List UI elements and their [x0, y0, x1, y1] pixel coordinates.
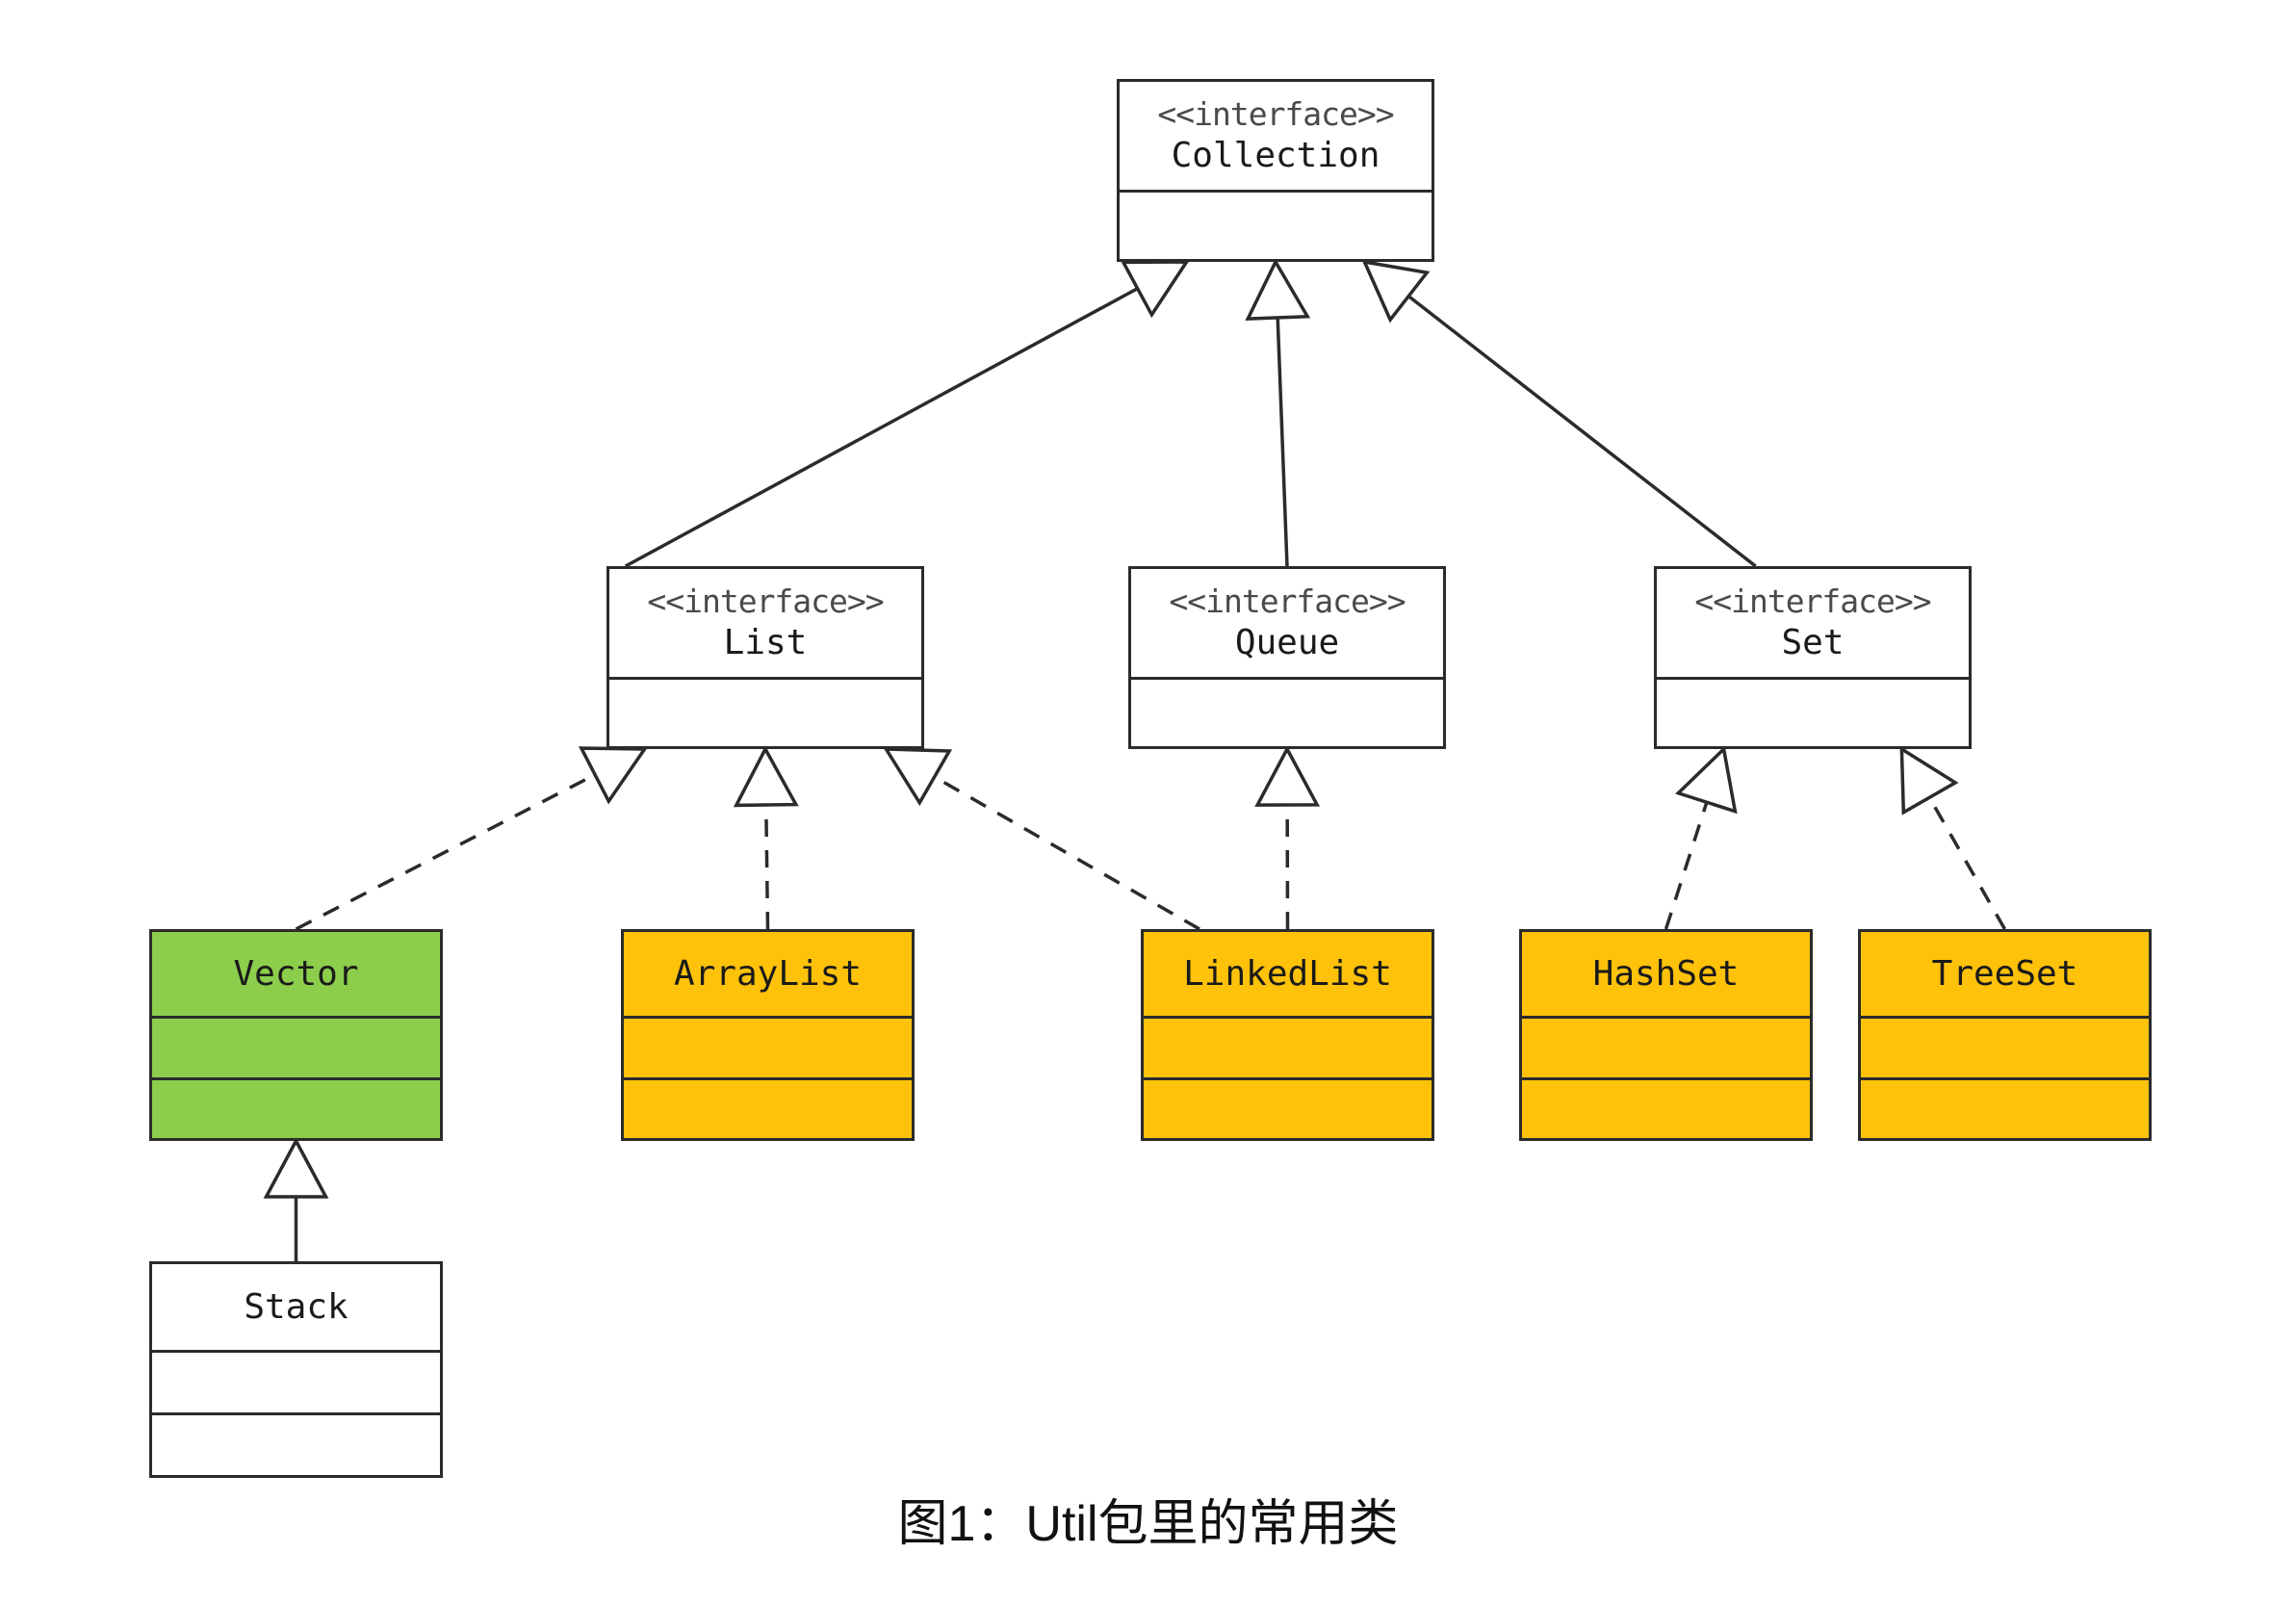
- class-node-treeset[interactable]: TreeSet: [1858, 929, 2152, 1141]
- class-name-stack: Stack: [244, 1287, 348, 1328]
- stereotype-label-collection: <<interface>>: [1157, 94, 1394, 133]
- edge-linkedlist-queue: [1254, 745, 1321, 930]
- class-name-treeset: TreeSet: [1931, 954, 2078, 995]
- class-node-header-stack: Stack: [152, 1264, 440, 1350]
- class-node-header-collection: <<interface>>Collection: [1120, 82, 1432, 190]
- class-node-hashset[interactable]: HashSet: [1519, 929, 1813, 1141]
- class-node-compartment-stack-2: [152, 1412, 440, 1475]
- edge-queue-collection: [1245, 258, 1311, 567]
- class-node-vector[interactable]: Vector: [149, 929, 443, 1141]
- class-node-stack[interactable]: Stack: [149, 1261, 443, 1478]
- edge-stack-vector: [263, 1137, 329, 1261]
- edge-arraylist-list: [733, 745, 799, 930]
- edge-vector-list: [295, 746, 648, 931]
- class-node-compartment-vector-2: [152, 1076, 440, 1138]
- figure-caption: 图1：Util包里的常用类: [897, 1496, 1399, 1552]
- class-node-compartment-hashset-1: [1522, 1016, 1810, 1076]
- class-name-linkedlist: LinkedList: [1183, 954, 1392, 995]
- edge-arrowhead-vector-list: [578, 746, 648, 805]
- edge-line-vector-list: [295, 773, 596, 931]
- edge-line-set-collection: [1407, 295, 1757, 568]
- stereotype-label-queue: <<interface>>: [1169, 582, 1406, 620]
- stereotype-label-set: <<interface>>: [1694, 582, 1931, 620]
- stereotype-label-list: <<interface>>: [647, 582, 884, 620]
- edge-arrowhead-linkedlist-queue: [1254, 745, 1321, 807]
- class-node-header-queue: <<interface>>Queue: [1131, 569, 1443, 677]
- class-node-header-vector: Vector: [152, 932, 440, 1016]
- edge-arrowhead-queue-collection: [1245, 258, 1311, 321]
- edge-line-queue-collection: [1276, 317, 1289, 567]
- edge-line-hashset-set: [1664, 801, 1709, 930]
- class-node-compartment-stack-1: [152, 1350, 440, 1412]
- class-node-compartment-hashset-2: [1522, 1076, 1810, 1138]
- class-node-set[interactable]: <<interface>>Set: [1654, 566, 1972, 749]
- edge-line-treeset-set: [1927, 796, 2007, 930]
- edge-line-linkedlist-list: [933, 775, 1200, 931]
- class-name-queue: Queue: [1234, 623, 1340, 663]
- class-node-compartment-vector-1: [152, 1016, 440, 1076]
- edge-set-collection: [1361, 259, 1757, 568]
- class-node-compartment-linkedlist-1: [1144, 1016, 1432, 1076]
- edge-treeset-set: [1899, 745, 2007, 930]
- class-node-compartment-arraylist-1: [624, 1016, 912, 1076]
- class-node-header-list: <<interface>>List: [609, 569, 921, 677]
- edge-hashset-set: [1664, 745, 1738, 930]
- class-node-compartment-linkedlist-2: [1144, 1076, 1432, 1138]
- edge-arrowhead-hashset-set: [1675, 745, 1738, 815]
- edge-arrowhead-linkedlist-list: [883, 747, 953, 807]
- class-node-compartment-collection-1: [1120, 190, 1432, 259]
- edge-arrowhead-set-collection: [1361, 259, 1431, 324]
- class-node-header-set: <<interface>>Set: [1657, 569, 1969, 677]
- class-node-compartment-list-1: [609, 677, 921, 746]
- class-name-list: List: [723, 623, 808, 663]
- class-node-list[interactable]: <<interface>>List: [606, 566, 924, 749]
- edge-line-arraylist-list: [764, 804, 770, 930]
- class-node-compartment-arraylist-2: [624, 1076, 912, 1138]
- class-node-compartment-treeset-1: [1861, 1016, 2149, 1076]
- edge-arrowhead-stack-vector: [263, 1137, 329, 1199]
- edge-arrowhead-arraylist-list: [733, 745, 799, 808]
- edge-arrowhead-list-collection: [1120, 260, 1190, 319]
- class-node-arraylist[interactable]: ArrayList: [621, 929, 915, 1141]
- class-name-vector: Vector: [233, 954, 359, 995]
- class-node-linkedlist[interactable]: LinkedList: [1141, 929, 1434, 1141]
- class-node-compartment-set-1: [1657, 677, 1969, 746]
- edge-line-list-collection: [624, 287, 1139, 568]
- class-node-header-arraylist: ArrayList: [624, 932, 912, 1016]
- class-node-header-linkedlist: LinkedList: [1144, 932, 1432, 1016]
- edge-list-collection: [624, 260, 1190, 568]
- class-node-compartment-queue-1: [1131, 677, 1443, 746]
- edge-linkedlist-list: [883, 747, 1200, 931]
- class-node-queue[interactable]: <<interface>>Queue: [1128, 566, 1446, 749]
- class-name-collection: Collection: [1171, 136, 1380, 176]
- edge-arrowhead-treeset-set: [1899, 745, 1959, 815]
- class-name-set: Set: [1781, 623, 1845, 663]
- class-name-hashset: HashSet: [1592, 954, 1740, 995]
- class-node-header-hashset: HashSet: [1522, 932, 1810, 1016]
- class-node-header-treeset: TreeSet: [1861, 932, 2149, 1016]
- class-name-arraylist: ArrayList: [673, 954, 863, 995]
- class-node-collection[interactable]: <<interface>>Collection: [1117, 79, 1434, 262]
- class-node-compartment-treeset-2: [1861, 1076, 2149, 1138]
